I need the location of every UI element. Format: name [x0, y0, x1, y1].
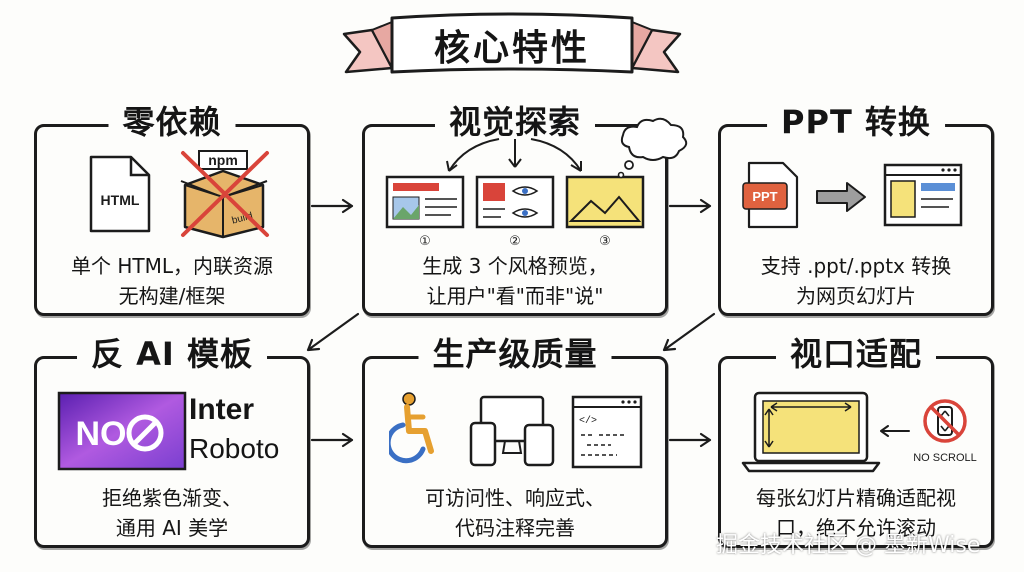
- card-anti-ai-template: 反 AI 模板 NO Inter Roboto 拒绝紫色渐变、 通用 AI 美学: [34, 329, 310, 548]
- laptop-fit-icon: [741, 391, 881, 473]
- card-description: 生成 3 个风格预览， 让用户"看"而非"说": [422, 254, 608, 308]
- card-description: 可访问性、响应式、 代码注释完善: [425, 486, 605, 540]
- card-description: 每张幻灯片精确适配视 口，绝不允许滚动: [756, 486, 956, 540]
- card-zero-dependency: 零依赖 HTML npm build 单个 HTML，内联资源 无构建/框架: [34, 97, 310, 316]
- card-title: 视口适配: [775, 329, 937, 375]
- arrow-right-icon: [310, 198, 354, 214]
- npm-label: npm: [208, 152, 238, 168]
- code-window-icon: </>: [571, 395, 643, 469]
- card-description: 拒绝紫色渐变、 通用 AI 美学: [102, 486, 242, 540]
- card-title: 零依赖: [108, 97, 236, 143]
- arrow-right-icon: [816, 182, 866, 212]
- card-viewport-fit: 视口适配 NO SCROLL 每张幻灯片精确适配视 口，绝不允许滚动: [718, 329, 994, 548]
- ppt-file-icon: PPT: [742, 161, 799, 229]
- no-scroll-label: NO SCROLL: [913, 452, 977, 464]
- no-purple-gradient-icon: NO: [57, 391, 187, 471]
- card-title: PPT 转换: [767, 97, 945, 143]
- card-title: 视觉探索: [434, 97, 596, 143]
- preview-window-icon: ①: [385, 175, 465, 249]
- html-file-label: HTML: [101, 192, 140, 208]
- no-label: NO: [76, 415, 127, 453]
- thought-cloud-icon: [617, 117, 688, 179]
- arrow-right-icon: [310, 432, 354, 448]
- no-scroll-icon: NO SCROLL: [913, 399, 977, 464]
- devices-icon: [469, 395, 555, 467]
- watermark: 掘金技术社区 @ 墨新Wise: [716, 533, 981, 558]
- card-title: 反 AI 模板: [77, 329, 267, 375]
- arrow-down-left-icon: [306, 312, 360, 352]
- arrow-left-icon: [880, 425, 910, 437]
- card-visual-exploration: 视觉探索 ① ②: [362, 97, 688, 316]
- preview-window-icon: ②: [475, 175, 555, 249]
- webpage-icon: [883, 163, 963, 227]
- crossed-npm-box-icon: npm build: [180, 150, 269, 239]
- card-description: 支持 .ppt/.pptx 转换 为网页幻灯片: [760, 254, 952, 308]
- preview-number: ②: [509, 234, 521, 249]
- arrow-right-icon: [668, 198, 712, 214]
- html-file-icon: HTML: [89, 155, 151, 233]
- font-sample-roboto: Roboto: [189, 433, 280, 464]
- wheelchair-icon: [389, 392, 434, 464]
- arrow-right-icon: [668, 432, 712, 448]
- preview-window-icon: ③: [565, 175, 645, 249]
- card-ppt-conversion: PPT 转换 PPT 支持 .ppt/.pptx 转换 为网页幻灯片: [718, 97, 994, 316]
- preview-number: ①: [419, 234, 431, 249]
- card-production-quality: 生产级质量 </> 可访问性、响应式、 代码注释完善: [362, 329, 668, 548]
- style-previews-icon: ① ② ③: [385, 138, 645, 249]
- ppt-to-web-icon: PPT: [742, 161, 963, 229]
- title-banner: 核心特性: [0, 0, 1024, 110]
- code-label: </>: [579, 415, 597, 427]
- card-title: 生产级质量: [418, 329, 612, 375]
- font-sample-inter: Inter: [189, 393, 255, 426]
- arrow-down-left-icon: [662, 312, 716, 352]
- preview-number: ③: [599, 234, 611, 249]
- ribbon-banner-icon: [342, 12, 682, 74]
- card-description: 单个 HTML，内联资源 无构建/框架: [70, 254, 273, 308]
- page-title: 核心特性: [433, 28, 590, 69]
- ppt-label: PPT: [752, 189, 777, 204]
